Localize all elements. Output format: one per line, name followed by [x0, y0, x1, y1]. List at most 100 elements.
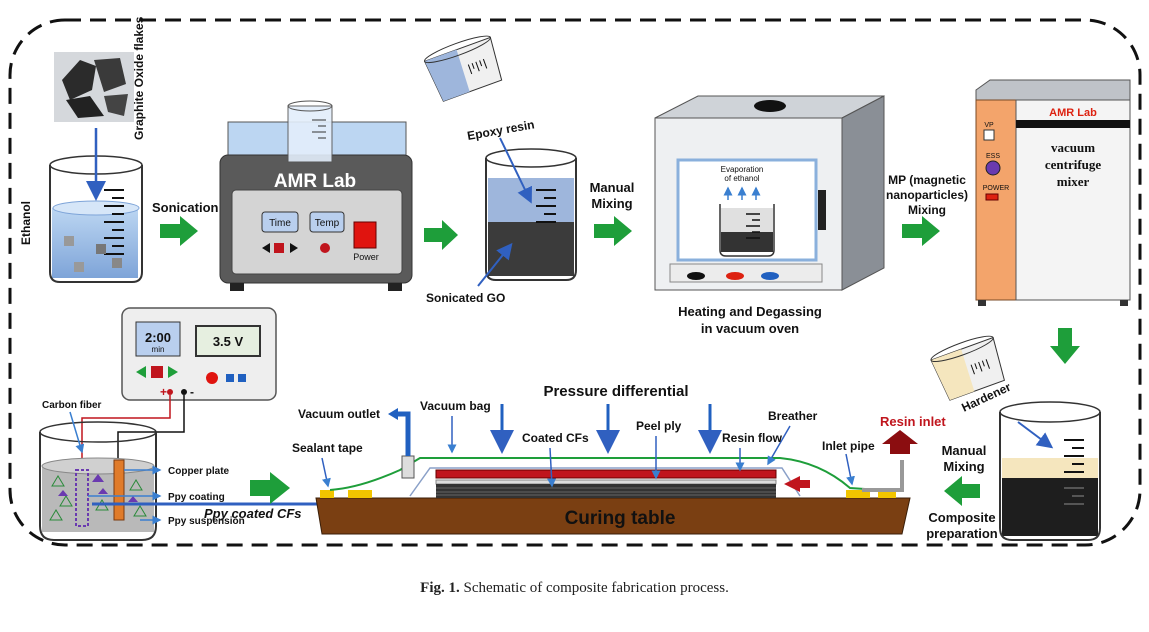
vacuum-bag — [329, 457, 881, 491]
breather-label: Breather — [768, 409, 818, 423]
peel-ply-label: Peel ply — [636, 419, 682, 433]
mixer-label-3: mixer — [1057, 174, 1090, 189]
coated-cfs-label: Coated CFs — [522, 431, 589, 445]
peel-ply-layer — [435, 479, 777, 485]
vacuum-outlet-label: Vacuum outlet — [298, 407, 380, 421]
resin-flow-layer — [435, 469, 777, 479]
right-triangle-icon — [290, 243, 298, 253]
sealant-pointer — [321, 457, 331, 488]
sealant-label: Sealant tape — [292, 441, 363, 455]
figure-caption: Fig. 1. Schematic of composite fabricati… — [0, 580, 1149, 597]
time-button-label: Time — [269, 218, 291, 229]
go-pointer-arrow — [477, 242, 513, 287]
minus-sign-icon: - — [190, 385, 194, 399]
composite-label-2: preparation — [926, 526, 998, 541]
manual-mixing-label-1: Manual — [590, 180, 635, 195]
evaporation-label-2: of ethanol — [724, 174, 759, 183]
mixer-label-2: centrifuge — [1045, 157, 1102, 172]
sonicated-go-label: Sonicated GO — [426, 291, 505, 305]
temp-knob — [320, 243, 330, 253]
arrow-to-epoxy — [424, 220, 458, 250]
manual-mixing-label-2: Mixing — [591, 196, 632, 211]
curing-table-label: Curing table — [565, 508, 676, 529]
evaporation-label-1: Evaporation — [721, 165, 764, 174]
timer-display: 2:00 — [145, 330, 171, 345]
ultrasonic-bath — [219, 100, 413, 291]
power-supply — [121, 307, 277, 401]
power-switch — [353, 221, 377, 249]
arrow-to-oven — [594, 216, 632, 246]
temp-button-label: Temp — [315, 218, 340, 229]
vacuum-outlet-port — [401, 455, 415, 479]
left-triangle-icon — [262, 243, 270, 253]
inlet-pipe-pointer — [845, 453, 855, 486]
time-button — [261, 211, 299, 233]
inlet-pipe — [862, 460, 904, 492]
sonicator-brand: AMR Lab — [274, 171, 356, 192]
mixer-brand: AMR Lab — [1049, 107, 1097, 119]
temp-button — [309, 211, 345, 233]
mp-label-3: Mixing — [908, 203, 946, 217]
ethanol-beaker — [49, 155, 143, 283]
stop-square-icon — [274, 243, 284, 253]
resin-flow-arrow-icon — [784, 476, 800, 492]
resin-inlet-arrow-icon — [882, 430, 918, 454]
ess-label: ESS — [986, 153, 1000, 160]
coated-cfs-layer — [436, 484, 776, 498]
sealant-tape-right-2 — [878, 490, 896, 498]
copper-plate-label: Copper plate — [168, 466, 230, 477]
hardener-pour-arrow — [1017, 421, 1054, 449]
vacuum-outlet-arrow-icon — [388, 408, 398, 420]
ethanol-label: Ethanol — [19, 201, 33, 245]
ppy-coated-label: Ppy coated CFs — [204, 506, 302, 521]
arrow-down-to-composite — [1050, 328, 1080, 364]
hardener-cup — [930, 335, 1005, 401]
epoxy-pour-arrow — [499, 137, 532, 204]
mp-label-2: nanoparticles) — [886, 188, 968, 202]
graphite-oxide-flakes-image — [54, 52, 134, 122]
vacuum-oven — [654, 95, 885, 291]
composite-label-1: Composite — [928, 510, 995, 525]
sealant-tape-left-2 — [348, 490, 372, 498]
coated-cfs-pointer — [547, 447, 557, 488]
vp-label: VP — [984, 122, 994, 129]
voltage-display: 3.5 V — [213, 334, 244, 349]
sealant-tape-right — [846, 490, 870, 498]
plus-sign-icon: + — [160, 385, 167, 399]
carbon-fiber-label: Carbon fiber — [42, 400, 102, 411]
resin-inlet-label: Resin inlet — [880, 414, 946, 429]
pressure-label: Pressure differential — [543, 383, 688, 400]
arrow-to-mixer — [902, 216, 940, 246]
manual-mixing2-label-2: Mixing — [943, 459, 984, 474]
oven-label-1: Heating and Degassing — [678, 304, 822, 319]
arrow-to-curing-table — [250, 472, 290, 504]
power-label-mixer: POWER — [983, 185, 1009, 192]
vacuum-centrifuge-mixer — [975, 79, 1131, 306]
vacuum-bag-label: Vacuum bag — [420, 399, 491, 413]
mixer-label-1: vacuum — [1051, 140, 1095, 155]
sealant-tape-left — [320, 490, 334, 498]
pressure-arrows — [490, 404, 722, 454]
graphite-label: Graphite Oxide flakes — [132, 16, 146, 140]
ppy-coating-label: Ppy coating — [168, 492, 225, 503]
timer-unit: min — [152, 345, 165, 354]
process-diagram: Graphite Oxide flakes Ethanol Sonication… — [8, 16, 1142, 547]
ppy-suspension-label: Ppy suspension — [168, 516, 245, 527]
sonication-label: Sonication — [152, 200, 219, 215]
arrow-to-inlet — [944, 476, 980, 506]
manual-mixing2-label-1: Manual — [942, 443, 987, 458]
caption-text: Schematic of composite fabrication proce… — [463, 580, 729, 596]
electrodeposition-beaker — [39, 421, 157, 541]
vacuum-outlet-pipe — [398, 411, 411, 456]
caption-label: Fig. 1. — [420, 580, 460, 596]
power-label: Power — [353, 252, 379, 262]
epoxy-resin-cup — [423, 35, 503, 102]
oven-label-2: in vacuum oven — [701, 321, 799, 336]
arrow-to-sonicator — [160, 216, 198, 246]
resin-flow-label: Resin flow — [722, 431, 783, 445]
breather-pointer — [767, 425, 791, 466]
carbon-fiber-pointer — [69, 411, 85, 454]
composite-beaker — [999, 401, 1101, 541]
negative-wire — [117, 395, 185, 470]
mp-label-1: MP (magnetic — [888, 173, 966, 187]
